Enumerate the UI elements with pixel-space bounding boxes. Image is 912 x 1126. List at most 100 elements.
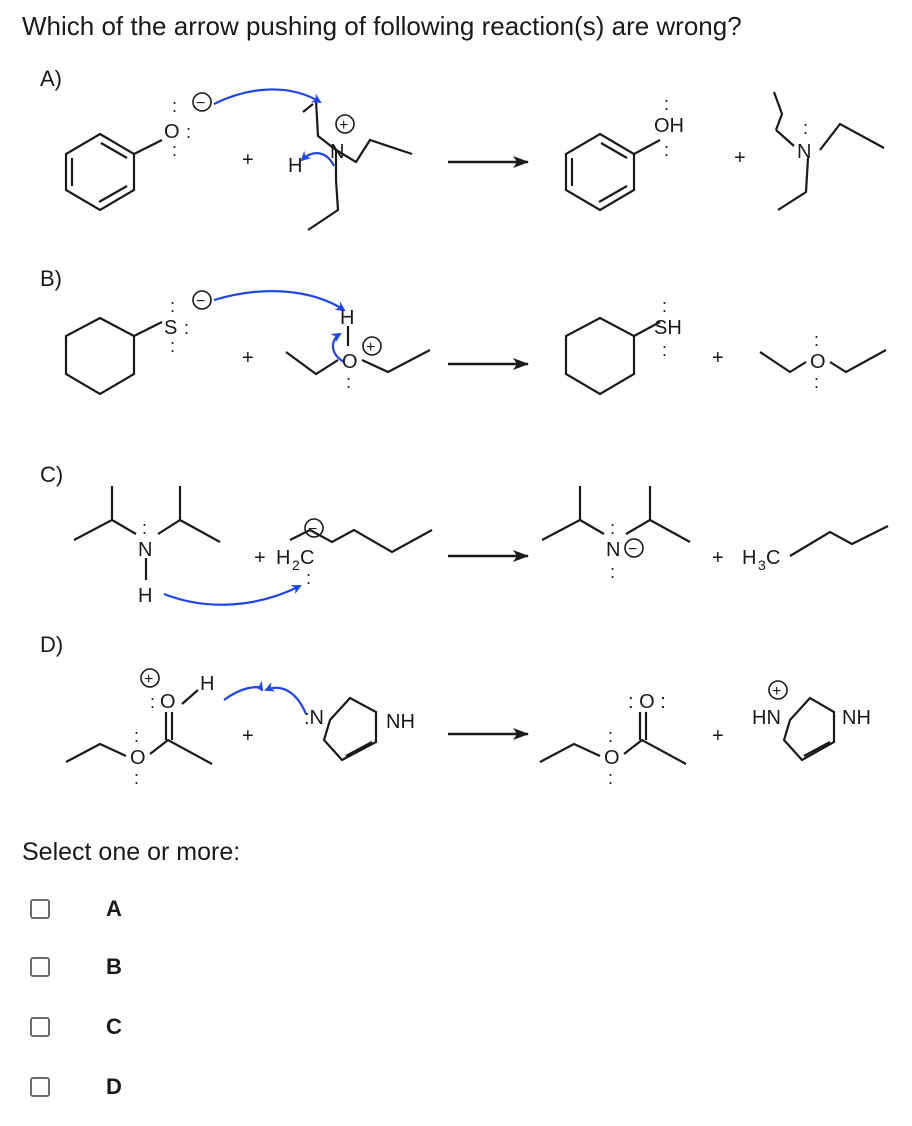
- atom-h: H: [138, 585, 152, 607]
- cyclohexane-ring: [564, 316, 636, 396]
- atom-h: H: [200, 673, 214, 695]
- svg-text:H: H: [276, 547, 290, 569]
- svg-text:H: H: [742, 547, 756, 569]
- atom-colon-n: :N: [304, 707, 324, 729]
- reaction-a-text: O : : : − + H N + OH : : + N :: [164, 92, 811, 177]
- curved-arrow-a1: [213, 88, 322, 105]
- diisopropylamine-bonds: [73, 486, 221, 543]
- svg-text::: :: [172, 140, 177, 160]
- atom-o: O: [160, 691, 176, 713]
- atom-sh: SH: [654, 317, 682, 339]
- atom-nh: NH: [842, 707, 871, 729]
- checkbox-b[interactable]: [30, 957, 50, 977]
- svg-text::: :: [172, 96, 177, 116]
- svg-text:−: −: [196, 293, 205, 310]
- diethyloxonium-bonds: [285, 349, 431, 376]
- imidazolium-ring: [782, 696, 836, 762]
- svg-text::: :: [664, 94, 669, 114]
- reaction-c-text: N : H + H 2 C − : N : : − + H 3 C: [138, 518, 780, 607]
- plus-sign: +: [712, 347, 724, 369]
- atom-h3c: H 3 C: [742, 547, 780, 573]
- svg-text::: :: [610, 518, 615, 538]
- svg-text::: :: [134, 768, 139, 788]
- svg-text::: :: [170, 336, 175, 356]
- phenol-ring: [564, 132, 661, 212]
- plus-sign: +: [734, 147, 746, 169]
- atom-h2c: H 2 C: [276, 547, 314, 573]
- curved-arrow-b1: [213, 290, 346, 312]
- curved-arrow-d2: [264, 682, 308, 715]
- svg-text:3: 3: [758, 557, 766, 573]
- atom-o: O: [130, 747, 146, 769]
- protonated-ester-bonds: [65, 712, 213, 765]
- svg-text:+: +: [144, 671, 153, 688]
- svg-text::: :: [610, 562, 615, 582]
- atom-n: N: [797, 141, 811, 163]
- reaction-d: [65, 680, 836, 765]
- reaction-c: [73, 486, 889, 606]
- svg-text::: :: [608, 768, 613, 788]
- atom-n: N: [330, 141, 344, 163]
- reaction-a: [64, 88, 885, 231]
- svg-text::: :: [608, 726, 613, 746]
- triethylamine-bonds: [772, 91, 885, 211]
- plus-sign: +: [254, 547, 266, 569]
- svg-text::: :: [346, 372, 351, 392]
- option-b[interactable]: B: [30, 952, 122, 982]
- svg-text::: :: [170, 296, 175, 316]
- option-d-label: D: [106, 1074, 122, 1099]
- plus-sign: +: [242, 149, 254, 171]
- svg-text::: :: [184, 318, 189, 338]
- plus-sign: +: [712, 725, 724, 747]
- atom-h: H: [288, 155, 302, 177]
- svg-text::: :: [662, 340, 667, 360]
- svg-text::: :: [134, 726, 139, 746]
- curved-arrow-a2: [300, 150, 335, 167]
- option-a-label: A: [106, 896, 122, 921]
- atom-oh: OH: [654, 115, 684, 137]
- option-a[interactable]: A: [30, 894, 122, 924]
- reaction-label-c: C): [40, 462, 64, 487]
- curved-arrow-b2: [330, 332, 345, 363]
- svg-text:−: −: [628, 541, 637, 558]
- option-c[interactable]: C: [30, 1012, 122, 1042]
- svg-text::: :: [150, 692, 155, 712]
- atom-n: N: [138, 539, 152, 561]
- butane-bonds: [789, 525, 889, 557]
- svg-text::: :: [814, 330, 819, 350]
- reaction-b-text: S : : : − + H O : + SH : : + O : :: [164, 290, 826, 392]
- imidazole-ring: [322, 696, 378, 762]
- triethylammonium-bonds: [307, 99, 413, 231]
- atom-s: S: [164, 317, 177, 339]
- butyl-carbanion-bonds: [289, 528, 433, 554]
- atom-o: O: [810, 351, 826, 373]
- plus-sign: +: [242, 725, 254, 747]
- question-text: Which of the arrow pushing of following …: [22, 11, 742, 41]
- svg-text::: :: [306, 568, 311, 588]
- svg-text:C: C: [766, 547, 780, 569]
- diethyl-ether-bonds: [759, 349, 887, 374]
- svg-text::: :: [803, 118, 808, 138]
- checkbox-d[interactable]: [30, 1077, 50, 1097]
- checkbox-c[interactable]: [30, 1017, 50, 1037]
- svg-text:+: +: [772, 683, 781, 700]
- svg-text:2: 2: [292, 557, 300, 573]
- atom-o: O: [604, 747, 620, 769]
- atom-hn: HN: [752, 707, 781, 729]
- option-c-label: C: [106, 1014, 122, 1039]
- benzene-ring: [64, 132, 163, 212]
- ester-bonds: [539, 712, 687, 765]
- reaction-scheme: O : : : − + H N + OH : : + N : S : : : −: [64, 88, 889, 788]
- atom-h: H: [340, 307, 354, 329]
- svg-text:−: −: [196, 95, 205, 112]
- atom-o: O: [342, 351, 358, 373]
- plus-sign: +: [242, 347, 254, 369]
- select-prompt: Select one or more:: [22, 838, 241, 866]
- svg-text:+: +: [366, 339, 375, 356]
- reaction-label-d: D): [40, 632, 64, 657]
- curved-arrow-d1: [223, 680, 264, 701]
- option-b-label: B: [106, 954, 122, 979]
- option-d[interactable]: D: [30, 1072, 122, 1102]
- atom-o: O: [164, 121, 180, 143]
- checkbox-a[interactable]: [30, 899, 50, 919]
